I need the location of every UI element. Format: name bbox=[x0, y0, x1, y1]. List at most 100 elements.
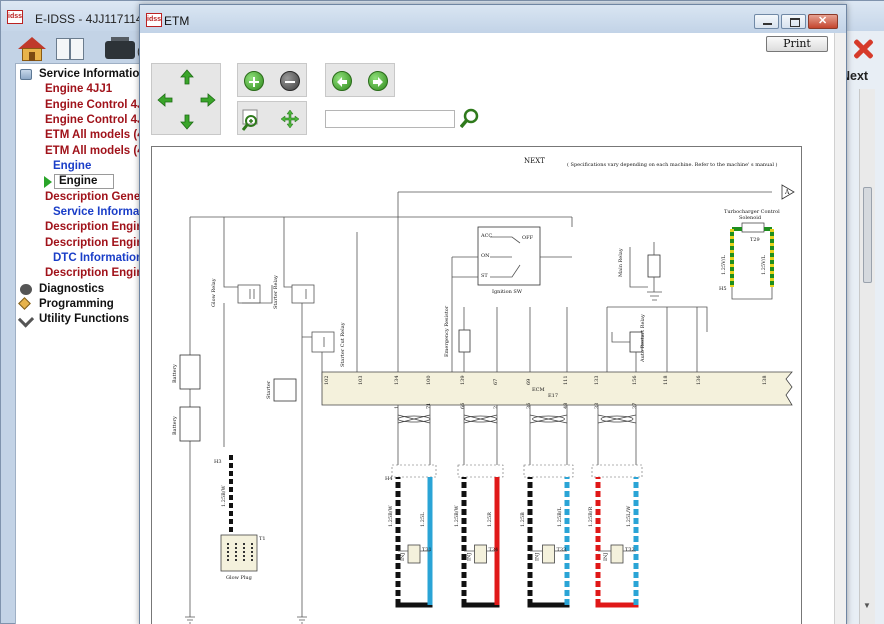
ecm-pin-label: 100 bbox=[426, 375, 432, 385]
diagram-note: ( Specifications vary depending on each … bbox=[567, 161, 778, 168]
ecm-code-label: E17 bbox=[548, 393, 558, 399]
service-manual-icon[interactable] bbox=[55, 36, 85, 62]
pan-icon[interactable] bbox=[280, 109, 300, 129]
tree-item-label: Utility Functions bbox=[39, 313, 130, 325]
tree-item-label: Service Information bbox=[53, 206, 161, 218]
injector bbox=[474, 544, 487, 564]
arrow-down-icon[interactable] bbox=[179, 114, 195, 130]
arrow-right-icon[interactable] bbox=[200, 92, 216, 108]
arrow-left-icon[interactable] bbox=[157, 92, 173, 108]
glow-wire-label: 1.25B/W bbox=[221, 485, 227, 507]
connector-id: T34 bbox=[489, 547, 499, 553]
connector-id: T32 bbox=[625, 547, 635, 553]
ecm-pin-label: 69 bbox=[526, 379, 532, 385]
ecm-label: ECM bbox=[532, 387, 545, 393]
view-controls bbox=[237, 101, 307, 135]
wiring-diagram-canvas: NEXT ( Specifications vary depending on … bbox=[172, 157, 795, 624]
wiring-diagram[interactable]: NEXT ( Specifications vary depending on … bbox=[151, 146, 802, 624]
h3-label: H3 bbox=[214, 459, 222, 465]
utility-icon bbox=[17, 311, 35, 328]
emergency-resistor bbox=[458, 329, 471, 353]
ign-off: OFF bbox=[522, 235, 534, 241]
scroll-down-icon[interactable]: ▼ bbox=[863, 601, 871, 610]
connector-a-marker bbox=[781, 184, 795, 200]
close-button[interactable] bbox=[808, 14, 838, 29]
next-icon[interactable] bbox=[368, 71, 388, 91]
programming-icon bbox=[18, 297, 31, 310]
glow-relay-label: Glow Relay bbox=[211, 278, 217, 307]
tree-item-label: ETM All models (4JJ1) bbox=[45, 129, 167, 141]
etm-title-bar: idss ETM bbox=[140, 5, 846, 33]
ecm-lower-pin-label: 1 bbox=[394, 406, 400, 409]
tree-item-label: Engine Control 4JJ1 bbox=[45, 99, 157, 111]
zoom-fit-icon[interactable] bbox=[242, 109, 264, 131]
main-relay-label: Main Relay bbox=[618, 248, 624, 277]
battery-label-1: Battery bbox=[172, 364, 178, 383]
battery-1 bbox=[179, 354, 201, 390]
injector bbox=[610, 544, 624, 564]
injector-sensor-label: INJ bbox=[603, 553, 609, 561]
ecm-pin-label: 103 bbox=[358, 375, 364, 385]
arrow-up-icon[interactable] bbox=[179, 69, 195, 85]
tree-item-label: Description Engine bbox=[45, 267, 150, 279]
ecm-pin-label: 118 bbox=[663, 375, 669, 385]
diagnostics-icon bbox=[20, 284, 32, 295]
injector-wire bbox=[395, 477, 433, 608]
minimize-button[interactable] bbox=[754, 14, 779, 29]
h5-label: H5 bbox=[719, 286, 727, 292]
home-icon[interactable] bbox=[17, 36, 47, 62]
main-scrollbar[interactable] bbox=[859, 89, 875, 624]
glow-plug-label: Glow Plug bbox=[226, 575, 253, 581]
tree-item-label: Description Engine bbox=[45, 221, 150, 233]
turbo-wire-label-right: 1.25V/L bbox=[761, 255, 767, 275]
connector-id: T31 bbox=[422, 547, 432, 553]
ecm-pin-label: 138 bbox=[762, 375, 768, 385]
ecm-pin-label: 102 bbox=[324, 375, 330, 385]
wire-label: 1.25B/L bbox=[557, 507, 563, 527]
page-navigation bbox=[325, 63, 395, 97]
folder-icon bbox=[20, 69, 32, 80]
turbo-solenoid bbox=[741, 222, 765, 233]
eidss-window-title: E-IDSS - 4JJ1171148 bbox=[35, 12, 150, 26]
ecm-pin-label: 133 bbox=[594, 375, 600, 385]
injector-sensor-label: INJ bbox=[467, 553, 473, 561]
next-button[interactable]: Next bbox=[841, 69, 869, 83]
ecm-lower-pin-label: 48 bbox=[563, 403, 569, 409]
close-icon[interactable] bbox=[852, 38, 874, 60]
ecm-pin-label: 67 bbox=[493, 379, 499, 385]
print-button[interactable]: Print bbox=[766, 36, 828, 52]
ecm-lower-pin-label: 36 bbox=[526, 403, 532, 409]
tree-item-label: Description Engine bbox=[45, 237, 150, 249]
turbo-solenoid-sub: Solenoid bbox=[739, 215, 762, 221]
selection-box bbox=[54, 174, 114, 189]
wire-label: 1.25B/W bbox=[388, 505, 394, 527]
connector-a-label: A bbox=[784, 189, 790, 196]
search-icon[interactable] bbox=[460, 108, 480, 128]
ecm-pin-label: 111 bbox=[563, 375, 569, 385]
etm-window-title: ETM bbox=[164, 14, 190, 28]
zoom-in-icon[interactable] bbox=[244, 71, 264, 91]
engine-icon[interactable]: ( bbox=[101, 36, 141, 62]
t1-label: T1 bbox=[259, 536, 266, 542]
tree-item-label: Programming bbox=[39, 298, 114, 310]
starter-label: Starter bbox=[266, 380, 272, 399]
zoom-out-icon[interactable] bbox=[280, 71, 300, 91]
maximize-button[interactable] bbox=[781, 14, 806, 29]
etm-window: idss ETM Print bbox=[139, 4, 847, 624]
etm-scrollbar[interactable] bbox=[834, 33, 846, 624]
injector bbox=[542, 544, 555, 564]
wire-label: 1.25L bbox=[420, 512, 426, 527]
wire-label: 1.25L/W bbox=[626, 505, 632, 527]
ecm-lower-pin-label: 37 bbox=[632, 403, 638, 409]
ecm-lower-pin-label: 66 bbox=[460, 403, 466, 409]
idss-logo-icon: idss bbox=[146, 13, 162, 27]
search-input[interactable] bbox=[325, 110, 455, 128]
previous-icon[interactable] bbox=[332, 71, 352, 91]
ignition-sw-label: Ignition SW bbox=[492, 289, 523, 295]
main-scrollbar-thumb[interactable] bbox=[863, 187, 872, 283]
ecm-block bbox=[321, 371, 793, 406]
